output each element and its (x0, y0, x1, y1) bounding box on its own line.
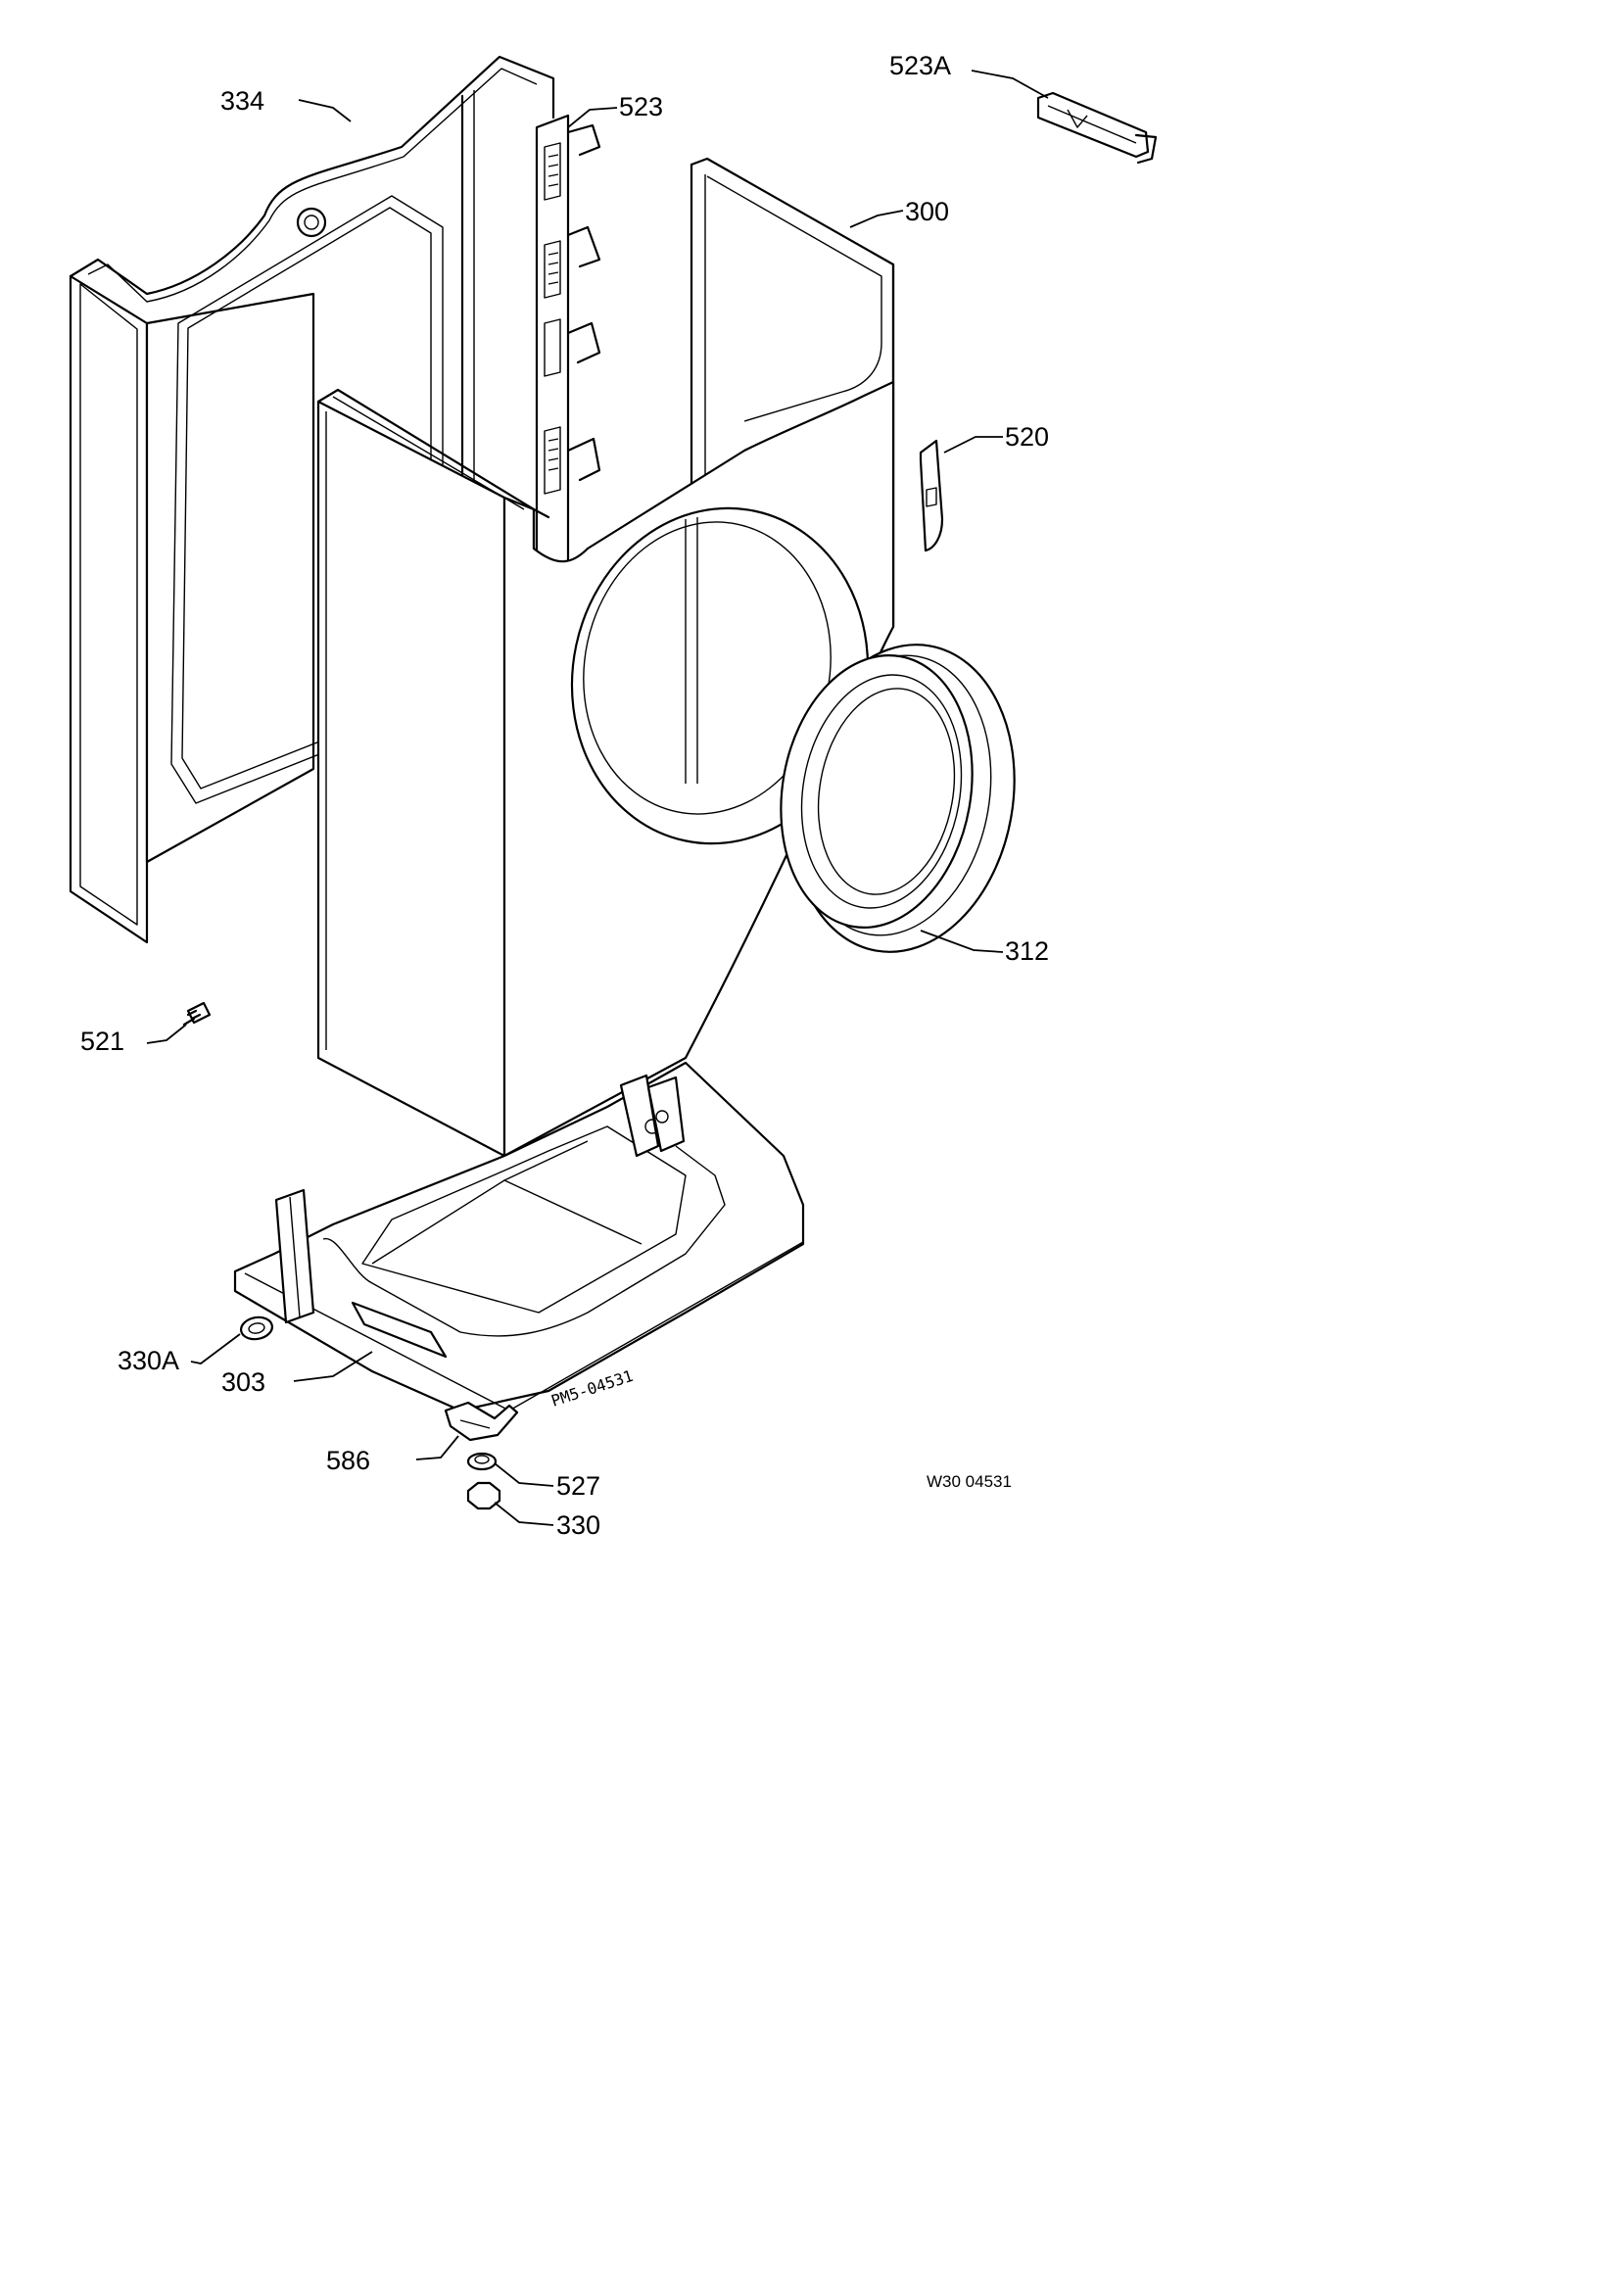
label-330a: 330A (118, 1346, 179, 1375)
part-330-foot (466, 1481, 501, 1510)
leader-lines (146, 70, 1049, 1526)
label-521: 521 (80, 1027, 124, 1056)
part-521-screw (182, 1001, 212, 1027)
label-312: 312 (1005, 936, 1049, 966)
part-330a-foot-pad (240, 1315, 273, 1341)
label-330: 330 (556, 1510, 600, 1540)
label-303: 303 (221, 1367, 265, 1397)
label-523a: 523A (889, 51, 951, 80)
part-527-nut (466, 1452, 498, 1471)
part-labels: 334 523 523A 300 520 312 521 330A 303 58… (80, 51, 1049, 1540)
label-586: 586 (326, 1446, 370, 1475)
part-312-porthole-ring (780, 644, 1016, 953)
label-300: 300 (905, 197, 949, 226)
part-586-foot-bracket (444, 1401, 519, 1442)
label-334: 334 (220, 86, 264, 116)
part-303-base-plate: PM5-04531 (233, 1061, 805, 1412)
label-523: 523 (619, 92, 663, 121)
part-523a-bracket (1036, 91, 1158, 165)
label-527: 527 (556, 1471, 600, 1501)
drawing-code: W30 04531 (927, 1472, 1012, 1491)
label-520: 520 (1005, 422, 1049, 452)
part-520-latch (919, 439, 944, 552)
part-523-frame-rail (535, 114, 601, 582)
